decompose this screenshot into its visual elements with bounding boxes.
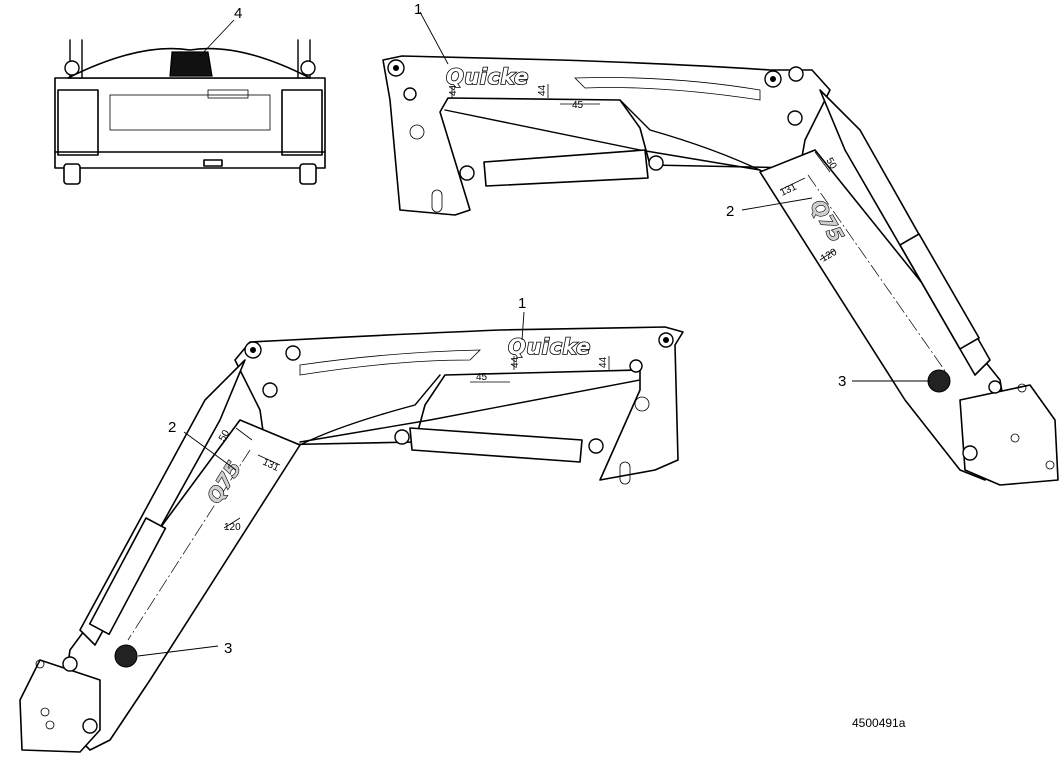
b-dim-120: 120 [224, 522, 241, 533]
b-pin-5 [629, 359, 643, 373]
front-pin-left [64, 60, 80, 76]
tr-carrier-hole-3 [1017, 383, 1027, 393]
drawing-reference-code: 4500491a [852, 716, 906, 730]
tr-lift-cylinder [483, 149, 649, 187]
b-quicke-decal: Quicke [508, 335, 591, 359]
front-uprights [69, 39, 311, 79]
tr-pin-1-core [393, 65, 399, 71]
b-dim-44b: 44 [598, 356, 609, 368]
b-leader-2 [183, 431, 237, 471]
front-frame [54, 77, 326, 169]
tr-quicke-decal: Quicke [446, 65, 529, 89]
b-boom-curve [299, 374, 441, 446]
front-handle [207, 89, 249, 99]
b-dim-45: 45 [476, 372, 488, 383]
front-wheel-left [63, 163, 81, 185]
front-decal-patch [169, 51, 213, 77]
b-arm-centerline [127, 449, 251, 641]
b-pin-6 [394, 429, 410, 445]
tr-carrier-hole-1 [1010, 433, 1020, 443]
b-arm-cylinder-body [88, 517, 167, 636]
tr-side-hole [409, 124, 425, 140]
tr-dim-50: 50 [823, 156, 838, 172]
tr-upper-boom [382, 55, 831, 216]
b-callout-3: 3 [224, 640, 232, 657]
front-plate [109, 94, 271, 131]
tr-pin-6 [788, 66, 804, 82]
b-dim-44a: 44 [510, 356, 521, 368]
tr-arm-centerline [807, 174, 951, 379]
tr-pin-2 [403, 87, 417, 101]
b-dim-50: 50 [217, 428, 232, 444]
tr-callout-1: 1 [414, 1, 422, 18]
b-callout-1: 1 [518, 295, 526, 312]
front-left-column [57, 89, 99, 156]
tr-callout-2: 2 [726, 203, 734, 220]
tr-pin-5-core [770, 76, 776, 82]
tr-slot [431, 189, 443, 213]
tr-pin-8 [962, 445, 978, 461]
b-slot [619, 461, 631, 485]
tr-leader-2 [741, 197, 813, 211]
tr-arm-cylinder-body [899, 233, 980, 350]
tr-pin-3 [459, 165, 475, 181]
tr-pin-7 [787, 110, 803, 126]
b-pin-7 [588, 438, 604, 454]
tr-leader-1 [419, 11, 449, 65]
tr-boom-recess [574, 77, 761, 101]
tr-dim-lines-boom [451, 84, 600, 105]
front-view: 4 [54, 5, 326, 185]
b-carrier-hole-1 [40, 707, 50, 717]
tr-dim-45: 45 [572, 100, 584, 111]
tr-round-decal [927, 369, 951, 393]
b-pin-9 [82, 718, 98, 734]
b-round-decal [114, 644, 138, 668]
tr-tool-carrier [959, 384, 1059, 486]
loader-arm-top-right: Quicke Q75 45 44 44 50 131 120 1 2 3 [382, 1, 1059, 486]
tr-pin-4 [648, 155, 664, 171]
b-boom-rib [299, 379, 641, 443]
b-carrier-hole-2 [45, 720, 55, 730]
b-upper-boom [234, 326, 684, 481]
b-pin-1-core [250, 347, 256, 353]
b-pin-2 [285, 345, 301, 361]
tr-carrier-hole-2 [1045, 460, 1055, 470]
front-right-column [281, 89, 323, 156]
front-bottom-tab [203, 159, 223, 167]
tr-dim-44b: 44 [537, 84, 548, 96]
tr-dim-44a: 44 [448, 84, 459, 96]
b-leader-1 [521, 311, 525, 341]
tr-dim-lines-arm [779, 151, 836, 261]
loader-arm-bottom: Quicke Q75 45 44 44 50 131 120 1 2 3 [19, 295, 684, 753]
tr-callout-3: 3 [838, 373, 846, 390]
b-pin-4-core [663, 337, 669, 343]
b-dim-lines-arm [223, 427, 281, 529]
b-side-hole [634, 396, 650, 412]
b-callout-2: 2 [168, 419, 176, 436]
front-wheel-right [299, 163, 317, 185]
b-dim-lines-boom [470, 356, 610, 383]
b-pin-8 [62, 656, 78, 672]
tr-pin-9 [988, 380, 1002, 394]
callout-leader-4 [199, 19, 235, 57]
tr-boom-curve [619, 99, 771, 176]
front-pin-right [300, 60, 316, 76]
b-pin-3 [262, 382, 278, 398]
b-lift-cylinder [409, 427, 583, 463]
b-boom-recess [299, 349, 481, 376]
callout-4: 4 [234, 5, 242, 22]
b-carrier-hole-3 [35, 659, 45, 669]
b-leader-3 [137, 645, 219, 657]
